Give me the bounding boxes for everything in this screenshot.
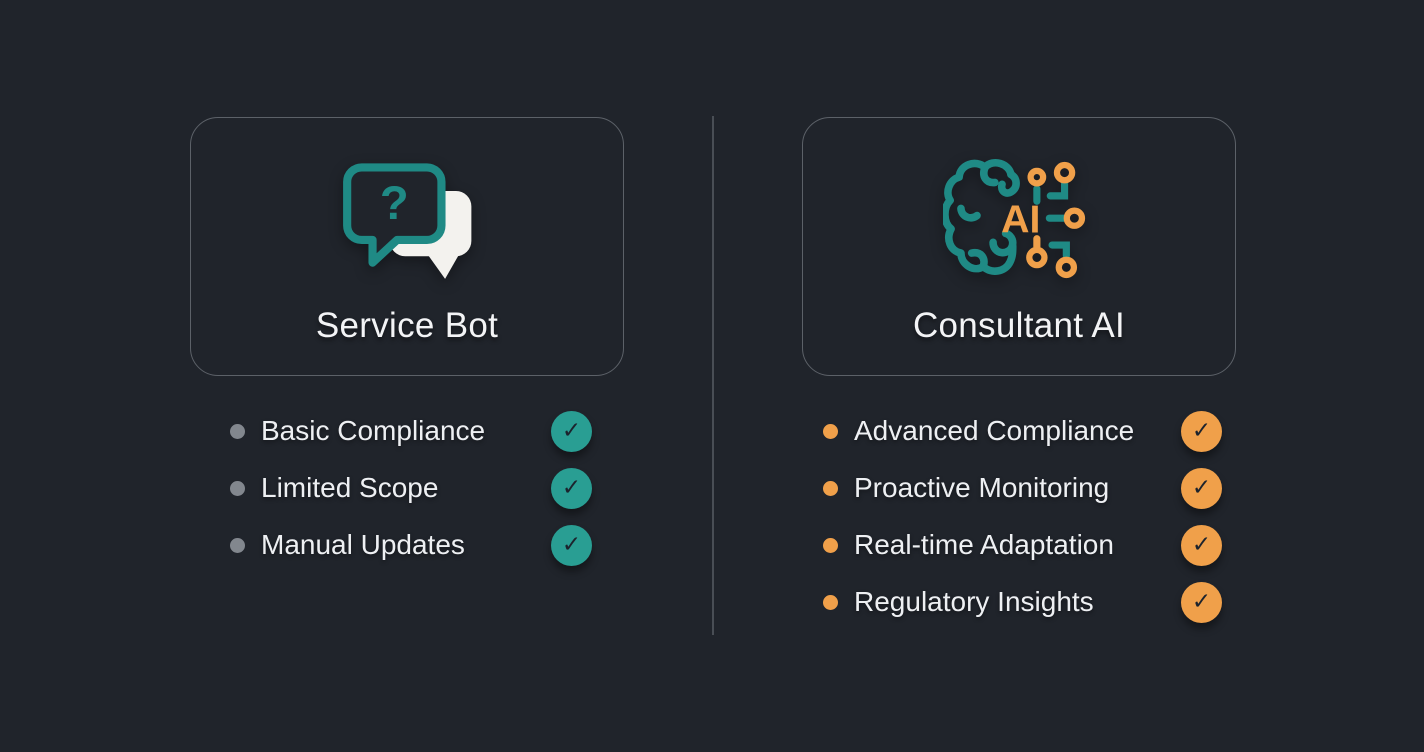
feature-row: Limited Scope ✓ (230, 464, 592, 512)
check-icon: ✓ (1181, 467, 1222, 509)
bullet-icon (823, 423, 838, 439)
consultant-ai-feature-list: Advanced Compliance ✓ Proactive Monitori… (823, 407, 1222, 635)
check-icon: ✓ (551, 467, 592, 509)
question-bubble-outline (343, 163, 446, 267)
chat-bubbles-icon: ? (339, 152, 475, 288)
feature-label: Advanced Compliance (854, 415, 1135, 446)
consultant-ai-card: AI Consultant AI (802, 117, 1236, 376)
check-icon: ✓ (1181, 410, 1222, 452)
feature-row: Proactive Monitoring ✓ (823, 464, 1222, 512)
svg-text:?: ? (380, 176, 409, 229)
service-bot-feature-list: Basic Compliance ✓ Limited Scope ✓ Manua… (230, 407, 592, 578)
bullet-icon (230, 423, 245, 439)
check-icon: ✓ (1181, 524, 1222, 566)
feature-row: Real-time Adaptation ✓ (823, 521, 1222, 569)
card-title-service-bot: Service Bot (315, 306, 499, 345)
service-bot-card: ? Service Bot (190, 117, 624, 376)
check-icon: ✓ (551, 410, 592, 452)
bullet-icon (823, 594, 838, 610)
feature-label: Real-time Adaptation (854, 529, 1114, 560)
card-title-consultant-ai: Consultant AI (912, 306, 1126, 345)
bullet-icon (230, 537, 245, 553)
column-divider (712, 116, 714, 635)
check-icon: ✓ (551, 524, 592, 566)
svg-text:AI: AI (1001, 198, 1040, 242)
bullet-icon (823, 480, 838, 496)
feature-row: Basic Compliance ✓ (230, 407, 592, 455)
check-icon: ✓ (1181, 581, 1222, 623)
circuit-nodes (1026, 161, 1086, 279)
bullet-icon (823, 537, 838, 553)
brain-outline (943, 159, 1020, 275)
feature-label: Limited Scope (261, 472, 439, 503)
bullet-icon (230, 480, 245, 496)
feature-label: Manual Updates (261, 529, 465, 560)
feature-label: Basic Compliance (261, 415, 486, 446)
feature-row: Advanced Compliance ✓ (823, 407, 1222, 455)
feature-row: Regulatory Insights ✓ (823, 578, 1222, 626)
circuit-traces (1033, 179, 1070, 260)
feature-label: Proactive Monitoring (854, 472, 1110, 503)
feature-row: Manual Updates ✓ (230, 521, 592, 569)
feature-label: Regulatory Insights (854, 586, 1094, 617)
ai-brain-circuit-icon: AI (943, 152, 1095, 288)
